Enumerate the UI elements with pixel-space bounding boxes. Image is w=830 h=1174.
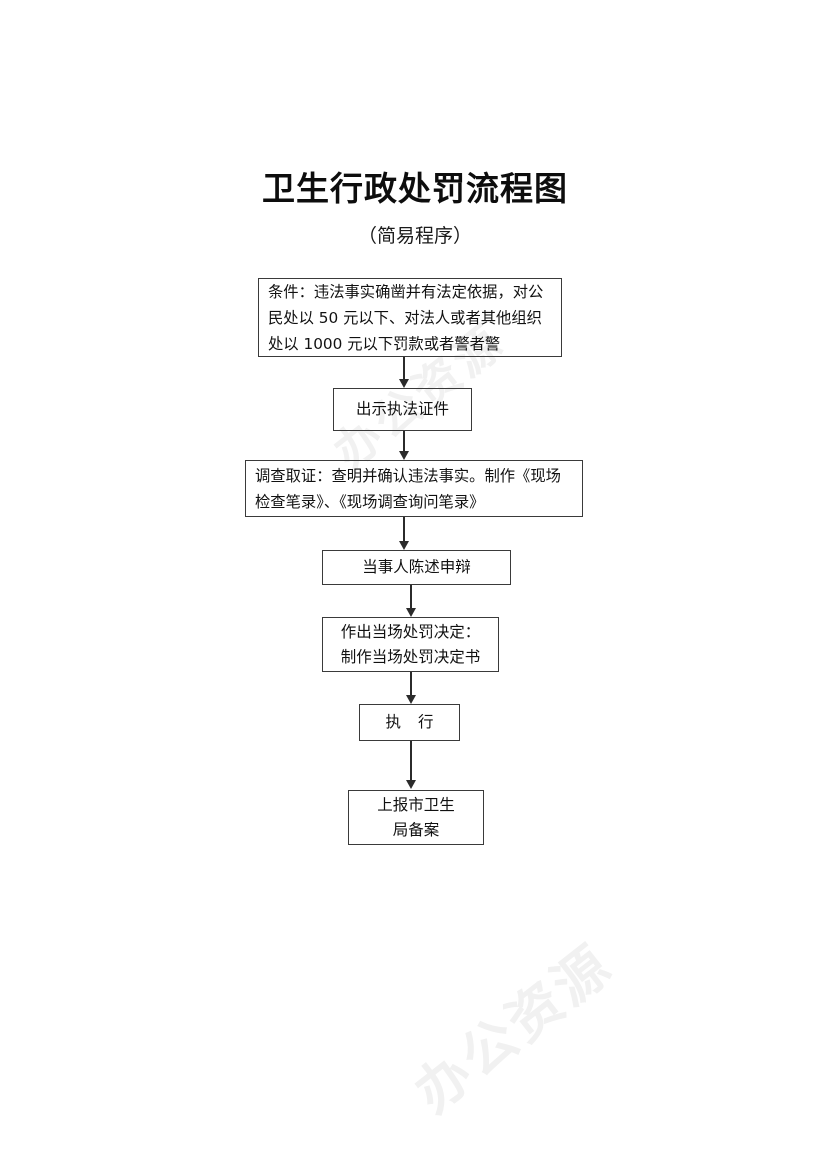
flow-node-investigate: 调查取证：查明并确认违法事实。制作《现场检查笔录》、《现场调查询问笔录》	[245, 460, 583, 517]
page-title: 卫生行政处罚流程图	[262, 169, 568, 208]
page-subtitle: （简易程序）	[357, 225, 472, 247]
arrow-line	[410, 672, 412, 695]
arrow-head-icon	[406, 780, 416, 789]
flow-node-label: 上报市卫生局备案	[377, 795, 455, 839]
flow-node-show-credentials: 出示执法证件	[333, 388, 472, 431]
arrow-line	[403, 357, 405, 379]
arrow-head-icon	[406, 608, 416, 617]
arrow-line	[410, 741, 412, 780]
arrow-head-icon	[406, 695, 416, 704]
flow-node-condition: 条件：违法事实确凿并有法定依据，对公民处以 50 元以下、对法人或者其他组织处以…	[258, 278, 562, 357]
arrow-line	[403, 517, 405, 541]
flow-node-label: 作出当场处罚决定：制作当场处罚决定书	[340, 622, 481, 666]
arrow-line	[403, 431, 405, 451]
flow-node-report: 上报市卫生局备案	[348, 790, 484, 845]
flow-node-label: 执 行	[385, 713, 440, 731]
flow-node-decision: 作出当场处罚决定：制作当场处罚决定书	[322, 617, 499, 672]
flow-node-statement: 当事人陈述申辩	[322, 550, 511, 585]
flow-node-label: 当事人陈述申辩	[362, 558, 471, 576]
flow-node-label: 出示执法证件	[355, 400, 449, 418]
flow-node-label: 调查取证：查明并确认违法事实。制作《现场检查笔录》、《现场调查询问笔录》	[255, 466, 561, 511]
arrow-head-icon	[399, 379, 409, 388]
flow-node-execute: 执 行	[359, 704, 460, 741]
flow-node-label: 条件：违法事实确凿并有法定依据，对公民处以 50 元以下、对法人或者其他组织处以…	[268, 282, 544, 353]
arrow-head-icon	[399, 541, 409, 550]
arrow-line	[410, 585, 412, 608]
document-header: 卫生行政处罚流程图 （简易程序）	[0, 168, 830, 249]
arrow-head-icon	[399, 451, 409, 460]
